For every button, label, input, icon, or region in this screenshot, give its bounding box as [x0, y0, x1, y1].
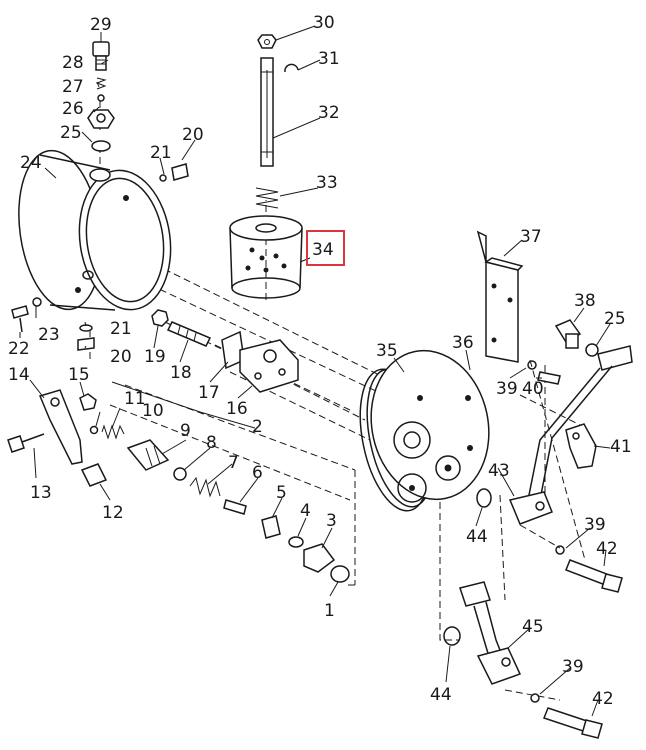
- callout-13: 13: [30, 483, 52, 503]
- callout-2: 2: [252, 417, 263, 437]
- callout-35: 35: [376, 341, 398, 361]
- callout-24: 24: [20, 153, 42, 173]
- callout-42b: 42: [592, 689, 614, 709]
- callout-20b: 20: [110, 347, 132, 367]
- callout-7: 7: [228, 453, 239, 473]
- callout-26: 26: [62, 99, 84, 119]
- callout-39b: 39: [584, 515, 606, 535]
- callout-9: 9: [180, 421, 191, 441]
- part-35-36-disc: [359, 349, 490, 512]
- callout-40: 40: [522, 379, 544, 399]
- part-24-housing: [18, 149, 172, 311]
- callout-20: 20: [182, 125, 204, 145]
- callout-15: 15: [68, 365, 90, 385]
- callout-30: 30: [313, 13, 335, 33]
- callout-34: 34: [312, 240, 334, 260]
- valve-train-parts: [7, 389, 350, 583]
- callout-25b: 25: [604, 309, 626, 329]
- callout-12: 12: [102, 503, 124, 523]
- callout-17: 17: [198, 383, 220, 403]
- leader-lines: [19, 25, 611, 717]
- callout-11: 11: [124, 389, 146, 409]
- callout-8: 8: [206, 433, 217, 453]
- callout-43: 43: [488, 461, 510, 481]
- callout-14: 14: [8, 365, 30, 385]
- callout-39c: 39: [562, 657, 584, 677]
- callout-41: 41: [610, 437, 632, 457]
- callout-32: 32: [318, 103, 340, 123]
- right-side-parts: [443, 319, 633, 739]
- callout-33: 33: [316, 173, 338, 193]
- highlight-box-34: [306, 230, 345, 266]
- callout-16: 16: [226, 399, 248, 419]
- callout-6: 6: [252, 463, 263, 483]
- callout-3: 3: [326, 511, 337, 531]
- part-37-bracket: [476, 230, 524, 363]
- callout-5: 5: [276, 483, 287, 503]
- callouts: 29 28 27 26 25 24 21 20 30 31 32 33 34 2…: [8, 13, 632, 709]
- callout-31: 31: [318, 49, 340, 69]
- callout-45: 45: [522, 617, 544, 637]
- callout-28: 28: [62, 53, 84, 73]
- middle-left-parts: [11, 297, 299, 393]
- callout-44a: 44: [466, 527, 488, 547]
- callout-25: 25: [60, 123, 82, 143]
- callout-18: 18: [170, 363, 192, 383]
- callout-27: 27: [62, 77, 84, 97]
- callout-22: 22: [8, 339, 30, 359]
- callout-39a: 39: [496, 379, 518, 399]
- callout-21b: 21: [110, 319, 132, 339]
- callout-42a: 42: [596, 539, 618, 559]
- fitting-stack: [87, 41, 189, 182]
- callout-37: 37: [520, 227, 542, 247]
- callout-44b: 44: [430, 685, 452, 705]
- callout-36: 36: [452, 333, 474, 353]
- callout-10: 10: [142, 401, 164, 421]
- callout-19: 19: [144, 347, 166, 367]
- callout-1: 1: [324, 601, 335, 621]
- callout-29: 29: [90, 15, 112, 35]
- callout-38: 38: [574, 291, 596, 311]
- callout-23: 23: [38, 325, 60, 345]
- filter-assembly: [229, 34, 303, 299]
- callout-21: 21: [150, 143, 172, 163]
- callout-4: 4: [300, 501, 311, 521]
